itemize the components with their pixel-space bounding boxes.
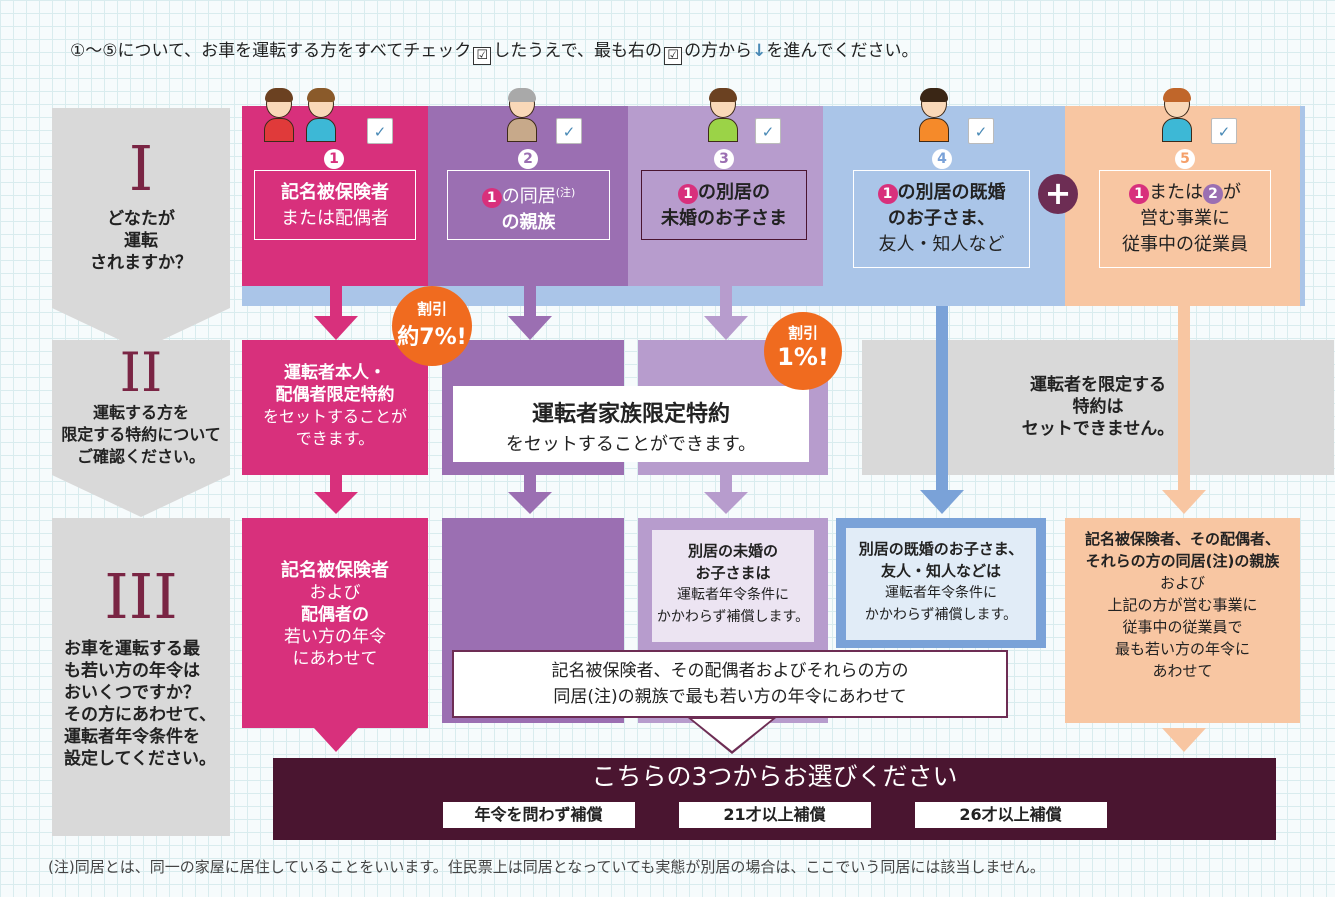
arrow-shaft: [936, 340, 948, 492]
pink-age-panel: 記名被保険者 および 配偶者の 若い方の年令 にあわせて: [242, 518, 428, 728]
category-1-text: 記名被保険者または配偶者: [281, 182, 389, 229]
down-arrow: [508, 316, 552, 340]
instruction-part1: ①〜⑤について、お車を運転する方をすべてチェック: [70, 41, 472, 61]
age-options-title: こちらの3つからお選びください: [591, 762, 958, 791]
person-icon: [706, 88, 740, 142]
step-1-roman: I: [128, 132, 154, 205]
discount-badge-7: 割引 約7%!: [392, 286, 472, 366]
category-3-label: [641, 170, 807, 240]
lilac-age-note: 別居の未婚の お子さまは 運転者年令条件に かかわらず補償します。: [652, 530, 814, 642]
category-2-number: 2: [518, 148, 538, 169]
person-icon: [505, 88, 539, 142]
arrow-shaft: [330, 475, 342, 495]
down-arrow: [314, 492, 358, 514]
step-3-text: お車を運転する最も若い方の年令はおいくつですか？その方にあわせて、運転者年令条件…: [64, 639, 217, 769]
down-arrow: [1162, 490, 1206, 514]
step-2-roman: II: [119, 341, 163, 404]
down-arrow: [1162, 728, 1206, 752]
family-age-box: 記名被保険者、その配偶者およびそれらの方の 同居(注)の親族で最も若い方の年令に…: [452, 650, 1008, 718]
person-icon: [1160, 88, 1194, 142]
category-4-number: 4: [932, 148, 952, 169]
family-limit-box: 運転者家族限定特約 をセットすることができます。: [453, 386, 809, 462]
pink-limit-panel: 運転者本人・ 配偶者限定特約 をセットすることが できます。: [242, 340, 428, 475]
checkbox-icon[interactable]: ✓: [556, 118, 582, 144]
down-arrow-icon: ↓: [752, 41, 767, 61]
arrow-shaft: [720, 475, 732, 495]
checkbox-icon[interactable]: ✓: [755, 118, 781, 144]
down-arrow: [508, 492, 552, 514]
instruction-part4: を進んでください。: [766, 41, 919, 61]
checkbox-icon: ☑: [664, 47, 683, 65]
instruction-part3: の方から: [684, 41, 753, 61]
option-26-plus[interactable]: 26才以上補償: [914, 802, 1107, 828]
checkbox-icon[interactable]: ✓: [367, 118, 393, 144]
center-down-arrow-inner: [692, 719, 772, 751]
step-3-panel: III お車を運転する最も若い方の年令はおいくつですか？その方にあわせて、運転者…: [52, 518, 230, 836]
discount-badge-1: 割引 1%!: [764, 312, 842, 390]
footnote: (注)同居とは、同一の家屋に居住していることをいいます。住民票上は同居となってい…: [48, 858, 1045, 876]
down-arrow: [314, 728, 358, 752]
checkbox-icon: ☑: [473, 47, 492, 65]
category-3-number: 3: [714, 148, 734, 169]
option-21-plus[interactable]: 21才以上補償: [678, 802, 871, 828]
instruction-text: ①〜⑤について、お車を運転する方をすべてチェック☑したうえで、最も右の☑の方から…: [70, 36, 918, 65]
category-5-label: [1099, 170, 1271, 268]
arrow-shaft: [524, 286, 536, 318]
no-limit-panel: 運転者を限定する 特約は セットできません。: [862, 340, 1334, 475]
step-2-panel: II 運転する方を限定する特約についてご確認ください。: [52, 340, 230, 517]
down-arrow: [920, 490, 964, 514]
option-any-age[interactable]: 年令を問わず補償: [442, 802, 635, 828]
category-4-label: [853, 170, 1030, 268]
category-5-number: 5: [1175, 148, 1195, 169]
person-icon: [917, 88, 951, 142]
step-1-text: どなたが運転されますか？: [90, 209, 192, 273]
person-icon: [262, 88, 296, 142]
down-arrow: [704, 492, 748, 514]
step-1-panel: I どなたが運転されますか？: [52, 108, 230, 350]
arrow-shaft: [720, 286, 732, 318]
step-2-text: 運転する方を限定する特約についてご確認ください。: [61, 403, 221, 466]
step-3-roman: III: [104, 560, 178, 633]
category-1-number: 1: [324, 148, 344, 169]
category-1-label: [254, 170, 416, 240]
down-arrow: [314, 316, 358, 340]
down-arrow: [704, 316, 748, 340]
arrow-shaft: [524, 475, 536, 495]
age-options-panel: こちらの3つからお選びください 年令を問わず補償 21才以上補償 26才以上補償: [273, 758, 1276, 840]
arrow-shaft: [1178, 340, 1190, 492]
arrow-shaft: [330, 286, 342, 318]
checkbox-icon[interactable]: ✓: [968, 118, 994, 144]
blue-age-note: 別居の既婚のお子さま、 友人・知人などは 運転者年令条件に かかわらず補償します…: [846, 528, 1036, 640]
peach-age-panel: 記名被保険者、その配偶者、 それらの方の同居(注)の親族 および 上記の方が営む…: [1065, 518, 1300, 723]
checkbox-icon[interactable]: ✓: [1211, 118, 1237, 144]
person-icon: [304, 88, 338, 142]
instruction-part2: したうえで、最も右の: [493, 41, 663, 61]
plus-icon: +: [1038, 174, 1078, 214]
category-2-label: [447, 170, 610, 240]
